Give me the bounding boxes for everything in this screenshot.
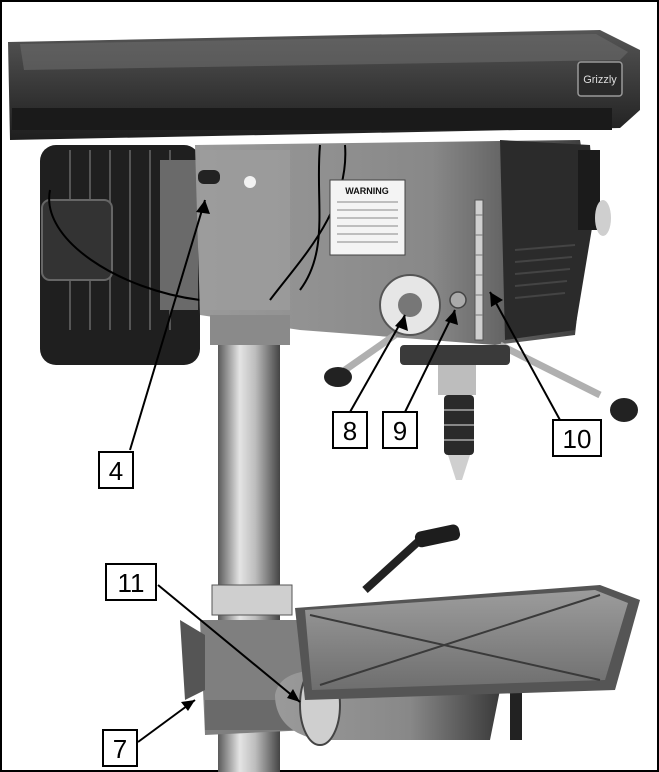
callout-10: 10 xyxy=(552,419,602,457)
column-ring xyxy=(211,584,293,616)
column-lock-lever xyxy=(180,620,205,700)
callout-11-label: 11 xyxy=(118,568,145,598)
callout-11: 11 xyxy=(105,563,157,601)
callout-4-label: 4 xyxy=(109,456,123,486)
quill-lock-knob xyxy=(449,291,467,309)
callout-7-label: 7 xyxy=(113,734,127,764)
callout-8-label: 8 xyxy=(343,416,357,446)
leader-9 xyxy=(404,309,456,413)
callout-9: 9 xyxy=(382,411,418,449)
callout-10-label: 10 xyxy=(563,424,592,454)
leader-lines xyxy=(129,199,561,743)
brand-badge xyxy=(577,61,623,97)
table-lock-handle xyxy=(510,680,522,740)
belt-tension-knob xyxy=(198,170,220,184)
feed-hub xyxy=(379,274,467,336)
belt-cover: Grizzly xyxy=(8,30,640,140)
callout-8: 8 xyxy=(332,411,368,449)
leader-11 xyxy=(157,584,301,703)
feed-handles xyxy=(324,332,638,422)
depth-stop-rod xyxy=(474,199,484,341)
callout-7: 7 xyxy=(102,729,138,767)
column-head-collar xyxy=(210,315,290,345)
callout-4: 4 xyxy=(98,451,134,489)
leader-8 xyxy=(349,314,406,413)
motor-junction-box xyxy=(41,199,113,281)
power-switch-housing xyxy=(578,150,600,230)
leader-4 xyxy=(129,199,206,451)
brand-badge-text: Grizzly xyxy=(583,74,617,86)
motor xyxy=(40,145,281,365)
callout-9-label: 9 xyxy=(393,416,407,446)
spindle-chuck xyxy=(400,345,510,480)
work-table xyxy=(295,585,640,700)
leader-10 xyxy=(489,291,561,421)
table-crank xyxy=(362,524,461,593)
warning-label-title: WARNING xyxy=(345,186,389,196)
